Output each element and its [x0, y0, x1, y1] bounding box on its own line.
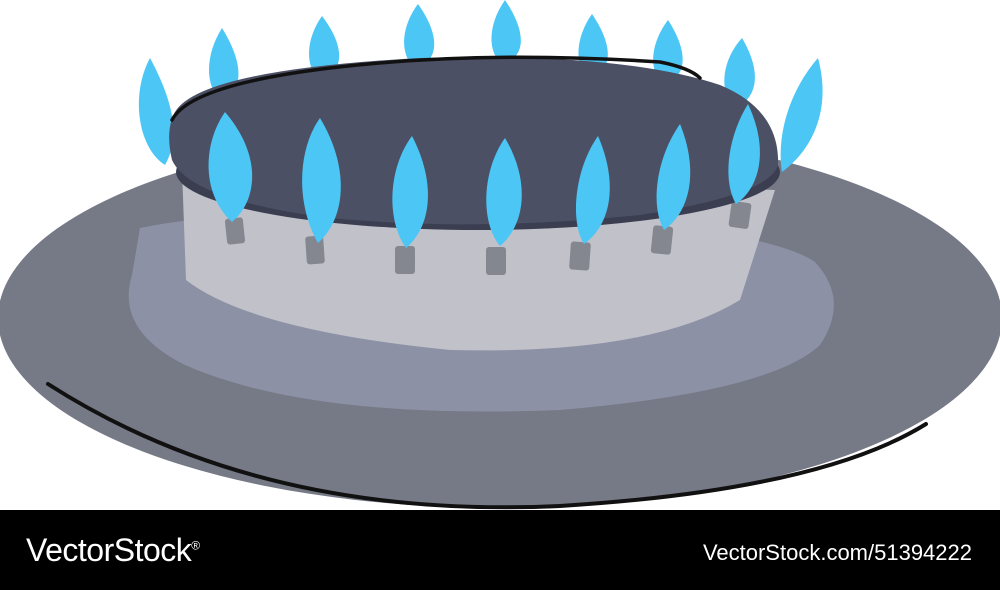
gas-port — [224, 217, 246, 245]
burner-cap — [169, 57, 779, 225]
gas-ports — [224, 201, 752, 275]
brand-name: VectorStock — [26, 532, 192, 568]
gas-port — [650, 225, 674, 255]
flame — [486, 138, 522, 246]
flame — [302, 118, 341, 243]
gas-port — [569, 241, 591, 271]
watermark-bar: VectorStock® VectorStock.com/51394222 — [0, 510, 1000, 590]
back-flames — [138, 0, 823, 172]
gas-port — [395, 246, 415, 274]
image-id: VectorStock.com/51394222 — [702, 540, 972, 565]
flame — [308, 16, 340, 80]
gas-port — [486, 247, 506, 275]
flame — [208, 112, 253, 222]
flame — [491, 0, 521, 64]
flame — [392, 136, 428, 248]
flame — [728, 104, 760, 204]
plate-outline — [46, 382, 928, 510]
brand-logo: VectorStock® — [26, 532, 200, 569]
flame — [656, 124, 691, 230]
flame — [724, 38, 755, 108]
flame — [404, 4, 435, 68]
gas-burner-illustration — [0, 0, 1000, 510]
gas-port — [305, 235, 325, 265]
flame — [575, 136, 610, 244]
flame — [138, 58, 174, 165]
gas-port — [728, 201, 752, 229]
registered-mark: ® — [191, 538, 200, 553]
flame — [780, 58, 823, 172]
flame — [653, 20, 683, 84]
cap-outline — [170, 55, 702, 122]
front-flames — [208, 104, 760, 248]
